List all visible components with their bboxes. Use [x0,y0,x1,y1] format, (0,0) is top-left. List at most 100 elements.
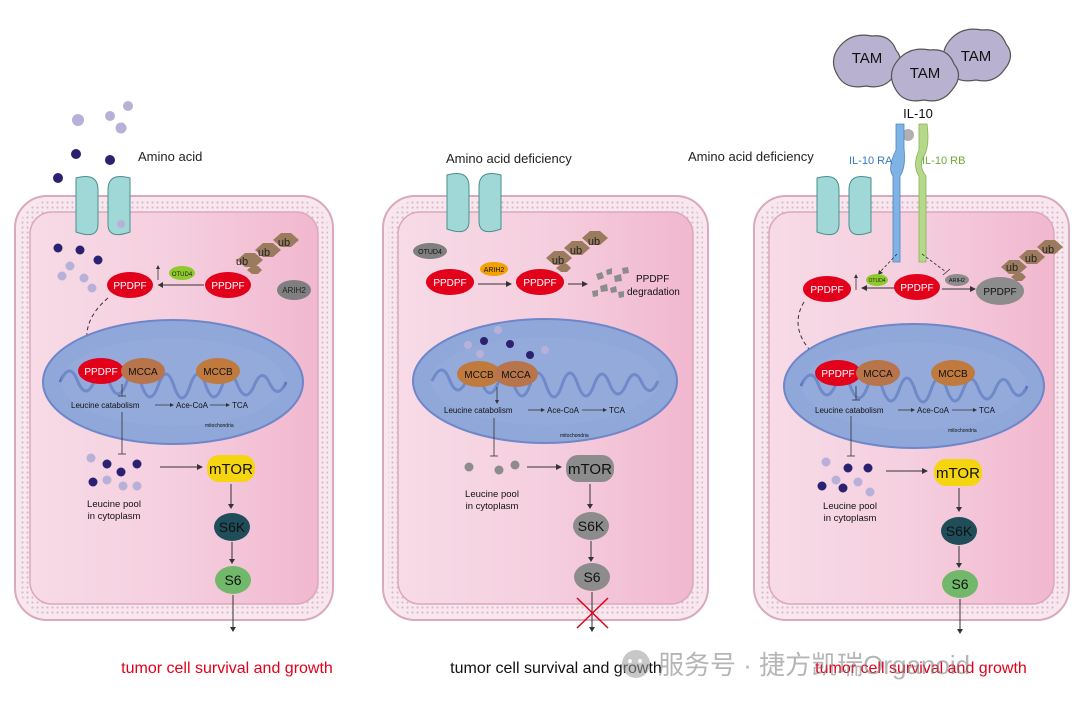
leucine-catabolism-label: Leucine catabolism [71,401,140,410]
arih2-node [277,280,311,300]
ub-label-2: ub [570,245,582,257]
il10-ligand [902,129,914,141]
panel-1: Amino acid PPDPF OT [14,101,334,677]
mtor-label: mTOR [568,461,612,478]
otud4-label: OTUD4 [172,272,193,278]
arih2-node [945,274,969,286]
wechat-icon [622,650,650,678]
ppdpf-left-node [426,269,474,295]
mccb-label: MCCB [464,370,494,381]
s6k-label: S6K [578,518,605,534]
ppdpf-ub-label: PPDPF [211,281,244,292]
tca-label: TCA [232,401,249,410]
mcca-node [121,358,165,384]
ppdpf-mito-label: PPDPF [84,367,117,378]
mtor-label: mTOR [209,461,253,478]
ub-label-3: ub [1042,244,1054,256]
ace-coa-label: Ace-CoA [176,401,209,410]
mtor-label: mTOR [936,465,980,482]
ppdpf-mito-node [815,360,861,386]
mcca-node [494,361,538,387]
mcca-node [856,360,900,386]
ub-label-1: ub [552,255,564,267]
s6-node [215,566,251,594]
ppdpf-cytoplasm-node [803,276,851,302]
mccb-label: MCCB [938,369,968,380]
s6-label: S6 [951,576,968,592]
il10rb-label: IL-10 RB [922,155,965,167]
arih2-label: ARIH2 [282,286,306,295]
tca-label: TCA [609,406,626,415]
ppdpf-left-label: PPDPF [433,278,466,289]
ppdpf-center-label: PPDPF [900,283,933,294]
ppdpf-ub-label: PPDPF [523,278,556,289]
ub-label-3: ub [588,236,600,248]
leucine-pool [86,453,142,491]
s6k-node [941,517,977,545]
s6k-label: S6K [946,523,973,539]
panel2-header: Amino acid deficiency [446,151,572,166]
amino-acid-channel [816,176,872,236]
ub-label-3: ub [278,237,290,249]
amino-acid-channel [75,176,131,236]
tam-label-2: TAM [910,65,941,82]
ppdpf-ub-node [516,269,564,295]
panel1-header: Amino acid [138,149,202,164]
leucine-pool-label-2: in cytoplasm [88,511,141,522]
arih2-label: ARIH2 [484,267,505,274]
ppdpf-gray-label: PPDPF [983,287,1016,298]
ub-label-1: ub [1006,262,1018,274]
leucine-pool-label-2: in cytoplasm [466,501,519,512]
tam-cell-2 [890,48,960,102]
il10-label: IL-10 [903,106,933,121]
panel3-footer: tumor cell survival and growth [815,660,1027,677]
otud4-label: OTUD4 [869,278,886,284]
leucine-pool-label-1: Leucine pool [87,499,141,510]
s6-node [574,563,610,591]
mitochondria-label: mitochondria [560,433,589,439]
mcca-label: MCCA [863,369,893,380]
otud4-label: OTUD4 [418,249,442,256]
amino-acid-channel [446,173,502,233]
mccb-node [457,361,501,387]
ppdpf-center-node [894,274,940,300]
ppdpf-mito-import-arrow [797,301,823,363]
otud4-node [866,274,888,286]
leucine-pool-label-1: Leucine pool [823,501,877,512]
il10rb-receptor [915,123,929,263]
s6k-node [214,513,250,541]
degradation-fragments [592,267,629,298]
tam-label-1: TAM [852,50,883,67]
ace-coa-label: Ace-CoA [917,406,950,415]
watermark: 服务号 · 捷方凯瑞Organoid [622,650,970,680]
mtor-node [207,455,255,482]
leucine-catabolism-label: Leucine catabolism [815,406,884,415]
arih2-label: ARIH2 [949,278,965,284]
ubiquitin-chain [237,233,299,274]
mccb-node [196,358,240,384]
panel2-footer: tumor cell survival and growth [450,660,662,677]
mtor-node [566,455,614,482]
tca-label: TCA [979,406,996,415]
mcca-label: MCCA [501,370,531,381]
leucine-pool-label-1: Leucine pool [465,489,519,500]
mtor-node [934,459,982,486]
ppdpf-mito-import-arrow [86,297,109,361]
mitochondria-label: mitochondria [205,423,234,429]
amino-acids-in-mito [464,326,549,359]
mccb-label: MCCB [203,367,233,378]
ub-label-2: ub [258,247,270,259]
leucine-pool [817,457,875,497]
panel-2: Amino acid deficiency OTUD4 PPDPF ARIH2 … [382,151,709,677]
receptor-to-otud4-dashed [879,253,898,273]
panel1-footer: tumor cell survival and growth [121,660,333,677]
ppdpf-cytoplasm-label: PPDPF [113,281,146,292]
ubiquitin-chain [1001,240,1063,281]
ppdpf-ub-node [205,272,251,298]
il10ra-label: IL-10 RA [849,155,893,167]
arih2-node [480,262,508,276]
leucine-pool [464,460,520,475]
blocked-cross-icon [576,597,609,629]
degradation-label-2: degradation [627,287,680,298]
tam-cells [832,28,1012,102]
